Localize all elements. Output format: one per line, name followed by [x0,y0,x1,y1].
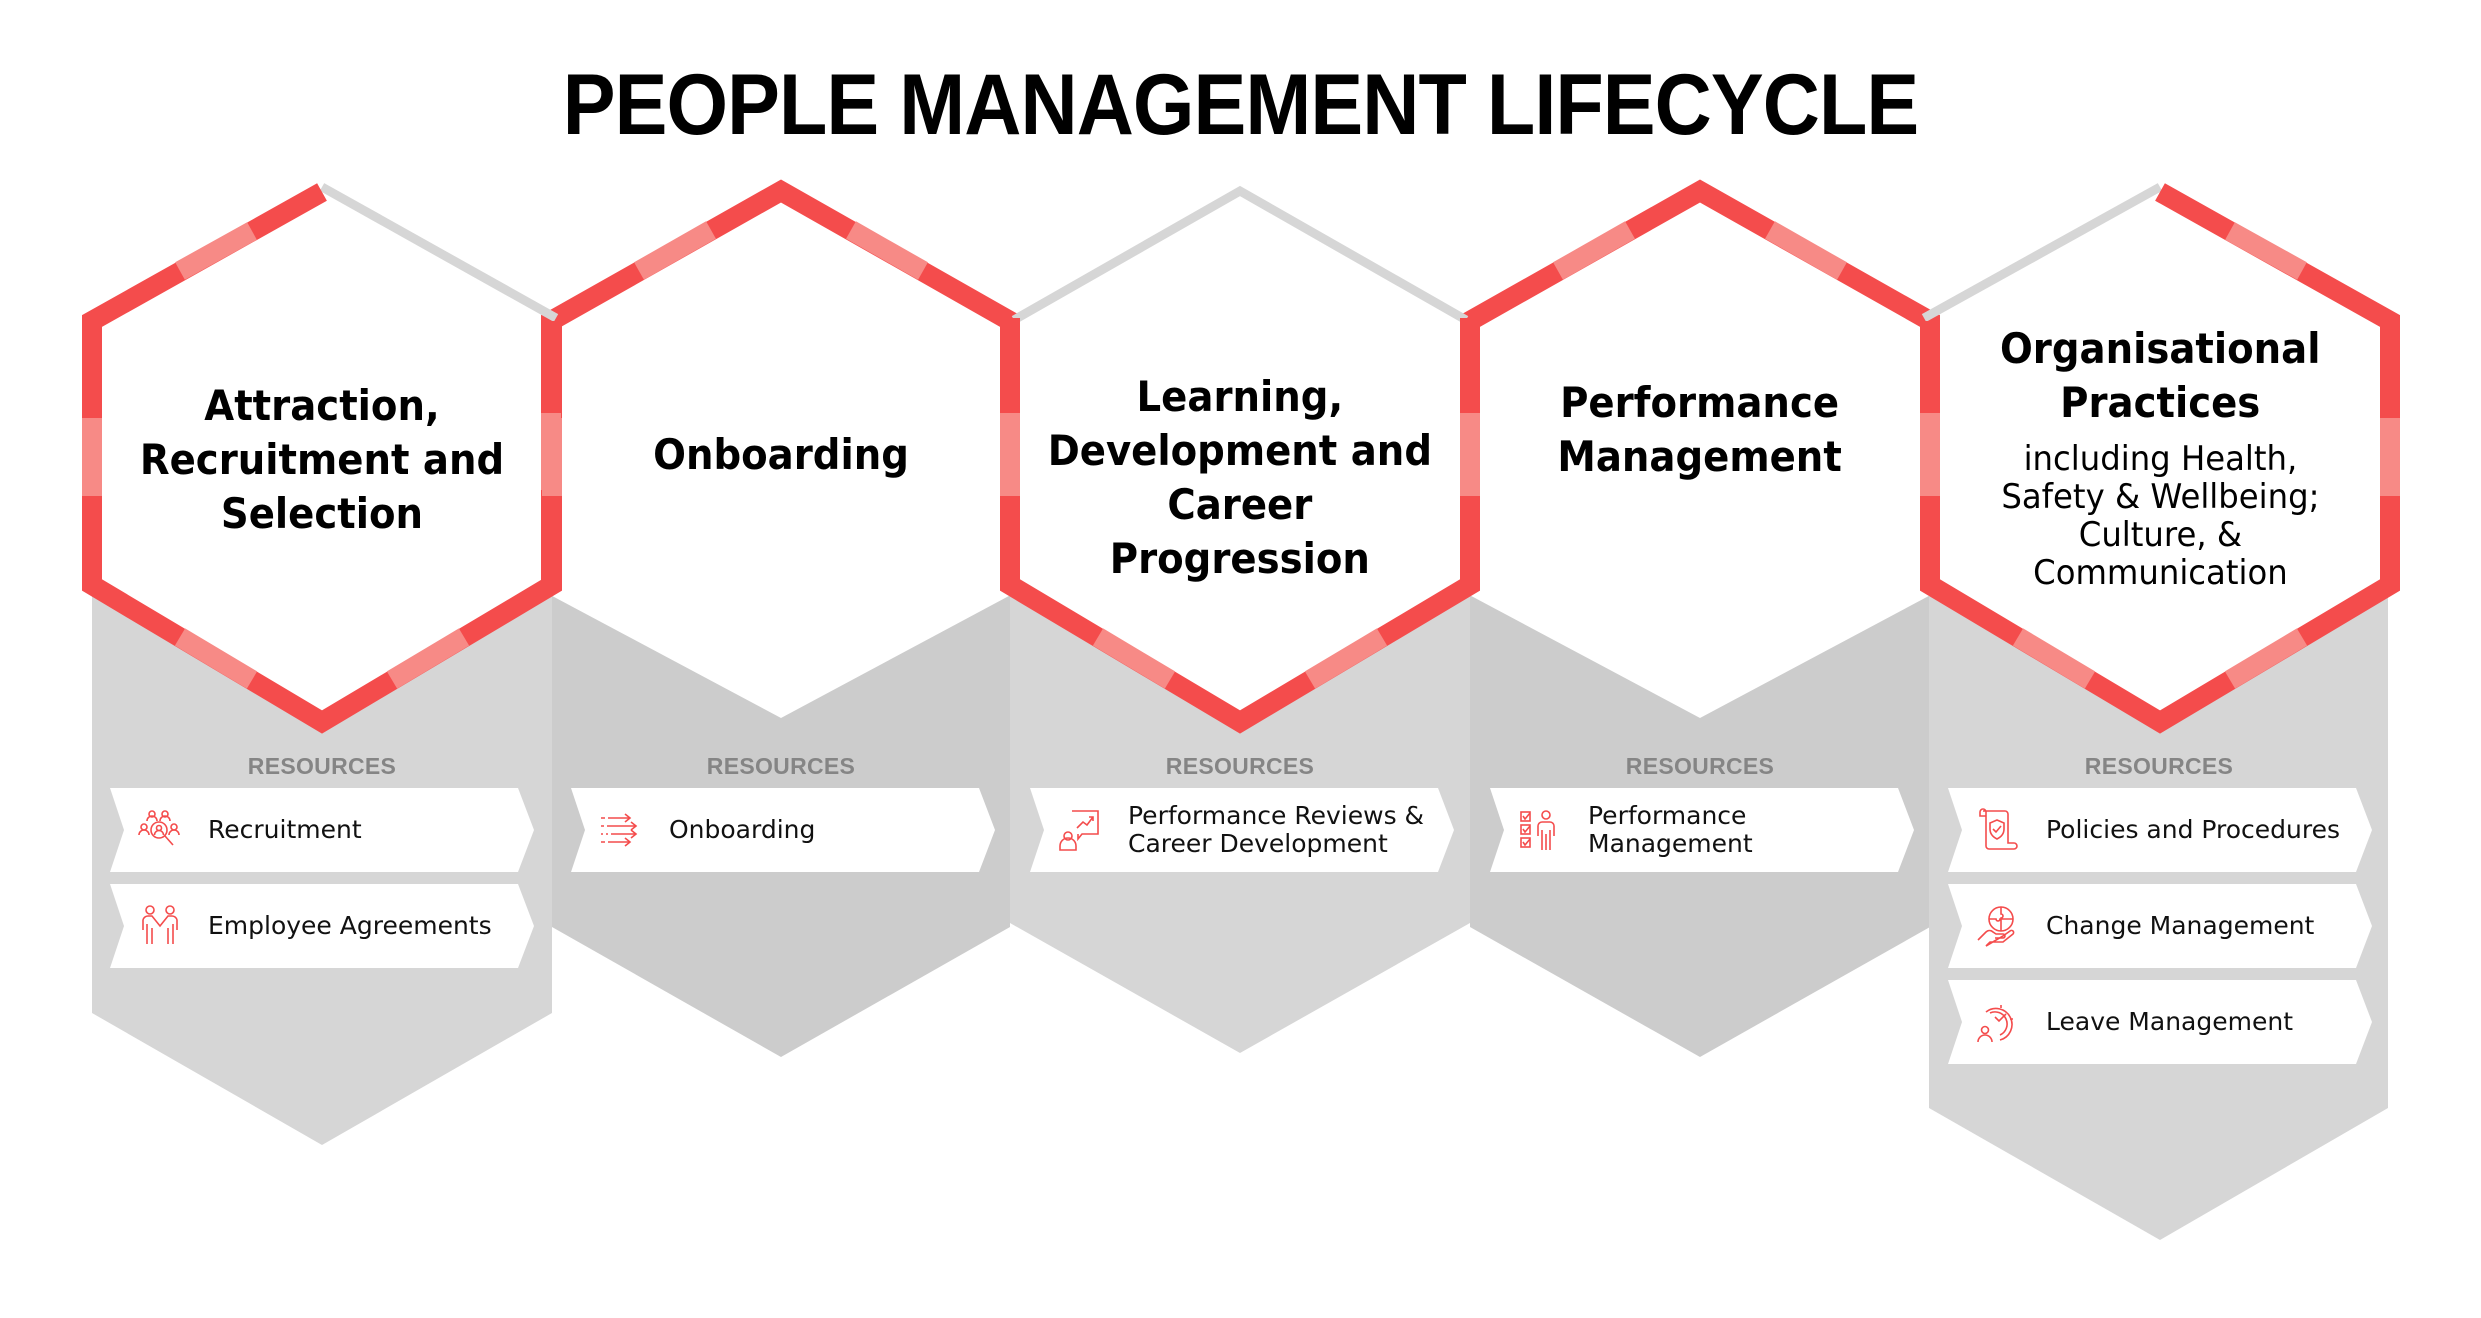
card-background [1030,788,1454,872]
stage-5-title: Organisational Practices [1999,324,2321,427]
stage-2-hex: Onboarding [571,330,991,580]
card-background [1948,788,2372,872]
resource-label: Performance Reviews & Career Development [1128,801,1425,858]
hex-fill-3 [1000,185,1480,733]
stage-1-resources-label: RESOURCES [247,753,397,779]
checklist-person-icon [1520,810,1555,850]
stage-1-hex: Attraction, Recruitment and Selection [112,330,532,590]
hex-fill-5 [1920,182,2400,733]
resource-link-leave-management[interactable]: Leave Management [1948,980,2372,1064]
stage-4-hex: Performance Management [1490,330,1910,530]
card-background [571,788,995,872]
resource-label: Policies and Procedures [2046,815,2341,844]
resource-label: Leave Management [2046,1007,2293,1036]
resource-label: Recruitment [208,815,362,844]
card-background [110,884,534,968]
resource-link-employee-agreements[interactable]: Employee Agreements [110,884,534,968]
card-background [110,788,534,872]
card-background [1948,980,2372,1064]
puzzle-hand-icon [1977,906,2015,947]
card-background [1490,788,1914,872]
stage-5-hex: Organisational Practices including Healt… [1950,322,2370,612]
stage-1-title: Attraction, Recruitment and Selection [139,381,505,538]
resource-label: Onboarding [669,815,816,844]
stage-2-title: Onboarding [653,430,909,479]
resource-label: Employee Agreements [208,911,492,940]
stage-4-title: Performance Management [1557,378,1843,481]
stage-5-resources-label: RESOURCES [2084,753,2234,779]
stage-3-hex: Learning, Development and Career Progres… [1030,328,1450,628]
resource-link-performance-management[interactable]: Performance Management [1490,788,1914,872]
hex-fill-4 [1460,180,1940,718]
presentation-growth-icon [1059,810,1099,851]
stage-2-resources-label: RESOURCES [706,753,856,779]
hex-5-top-left-gray [1921,183,2163,322]
clock-person-icon [1977,1005,2013,1043]
card-background [1948,884,2372,968]
resource-link-performance-reviews[interactable]: Performance Reviews & Career Development [1030,788,1454,872]
stage-3-title: Learning, Development and Career Progres… [1047,372,1433,583]
hex-fill-1 [82,182,562,733]
hex-3-top-gray [1011,185,1469,324]
people-search-icon [138,810,180,846]
resource-link-onboarding[interactable]: Onboarding [571,788,995,872]
resource-link-change-management[interactable]: Change Management [1948,884,2372,968]
resource-link-policies-procedures[interactable]: Policies and Procedures [1948,788,2372,872]
handshake-people-icon [142,905,178,944]
stage-3-resources-label: RESOURCES [1165,753,1315,779]
arrows-forward-icon [601,813,638,847]
hex-1-top-right-gray [319,183,559,322]
resource-label: Performance Management [1588,801,1753,858]
policy-scroll-shield-icon [1979,808,2018,850]
resource-link-recruitment[interactable]: Recruitment [110,788,534,872]
hex-fill-2 [541,180,1020,718]
resource-label: Change Management [2046,911,2315,940]
page-title: PEOPLE MANAGEMENT LIFECYCLE [562,57,1919,153]
stage-4-resources-label: RESOURCES [1625,753,1775,779]
stage-5-subtitle: including Health, Safety & Wellbeing; Cu… [2000,439,2320,593]
